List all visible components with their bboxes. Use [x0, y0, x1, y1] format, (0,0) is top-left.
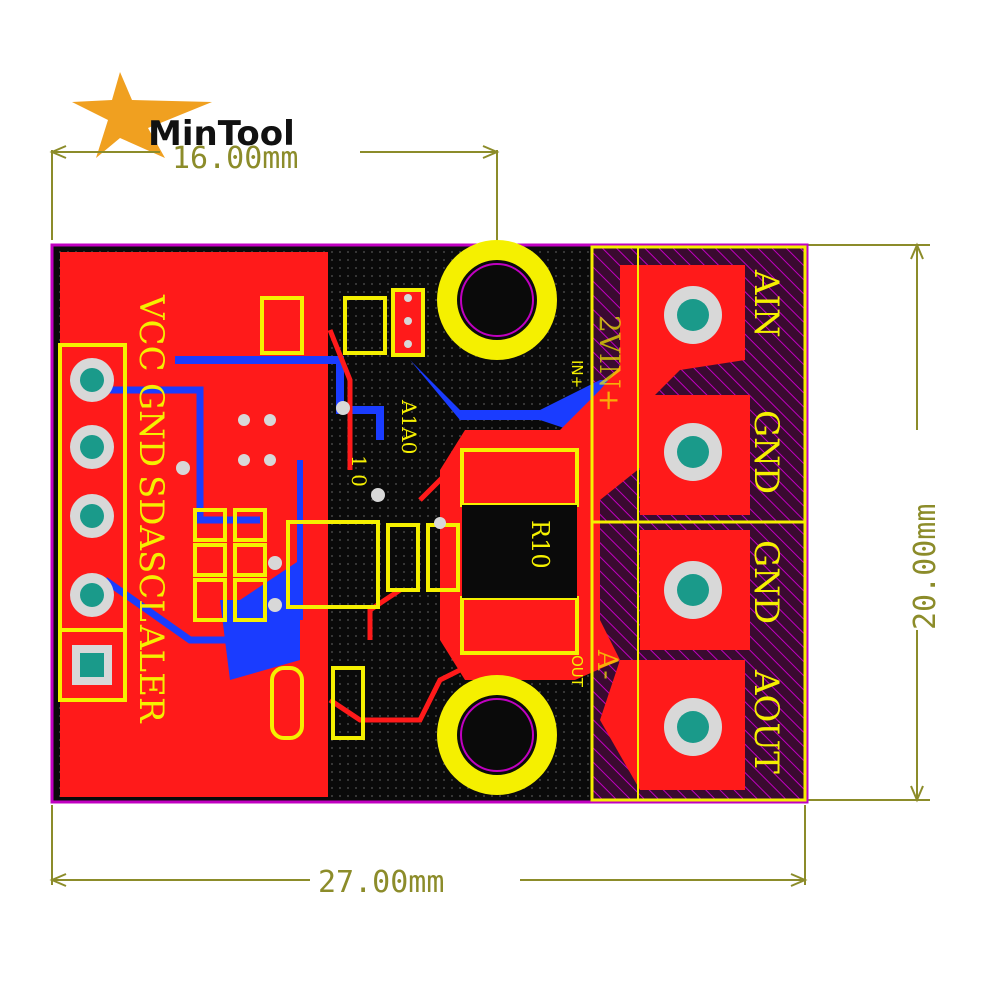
pcb-board: VCC GND SDA SCL ALER AIN GND GND AOUT A1…: [50, 240, 809, 804]
terminal-copper: [600, 265, 750, 790]
address-bits: 1 0: [347, 455, 371, 487]
brand-logo: MinTool: [72, 72, 295, 158]
terminal-label-ain: AIN: [746, 269, 786, 338]
resistor-label: R10: [526, 520, 554, 569]
dimension-top-label: 16.00mm: [172, 141, 298, 176]
dimension-right: [808, 242, 930, 803]
dimension-bottom-label: 27.00mm: [318, 865, 444, 900]
mounting-hole-bottom: [437, 675, 557, 795]
pin-labels: VCC GND SDA SCL ALER: [131, 294, 171, 724]
in-label: IN+: [568, 360, 586, 388]
minus-label: A-: [591, 649, 624, 680]
vias: [176, 294, 446, 612]
terminal-label-gnd-1: GND: [746, 410, 786, 494]
out-label: OUT: [568, 655, 586, 688]
red-traces: [327, 329, 482, 723]
pin-label-aler: ALER: [131, 624, 171, 724]
terminal-label-gnd-2: GND: [746, 540, 786, 624]
pin-header: [58, 343, 127, 702]
terminal-holes: [664, 286, 722, 756]
star-icon: [72, 72, 212, 158]
pin-label-vcc: VCC: [131, 294, 171, 372]
terminal-labels: AIN GND GND AOUT: [746, 269, 786, 774]
logo-text: MinTool: [148, 114, 295, 154]
plus-label: 2VIN+: [593, 315, 626, 412]
dimension-bottom: [49, 805, 808, 887]
pin-label-gnd: GND: [131, 383, 171, 467]
dimension-right-label: 20.00mm: [908, 504, 943, 630]
smd-components: [193, 288, 579, 740]
pin-label-scl: SCL: [131, 550, 171, 622]
dimension-top: [49, 145, 500, 250]
terminal-label-aout: AOUT: [746, 669, 786, 774]
address-label: A1A0: [397, 399, 421, 454]
pin-label-sda: SDA: [131, 475, 171, 551]
mounting-hole-top: [437, 240, 557, 360]
